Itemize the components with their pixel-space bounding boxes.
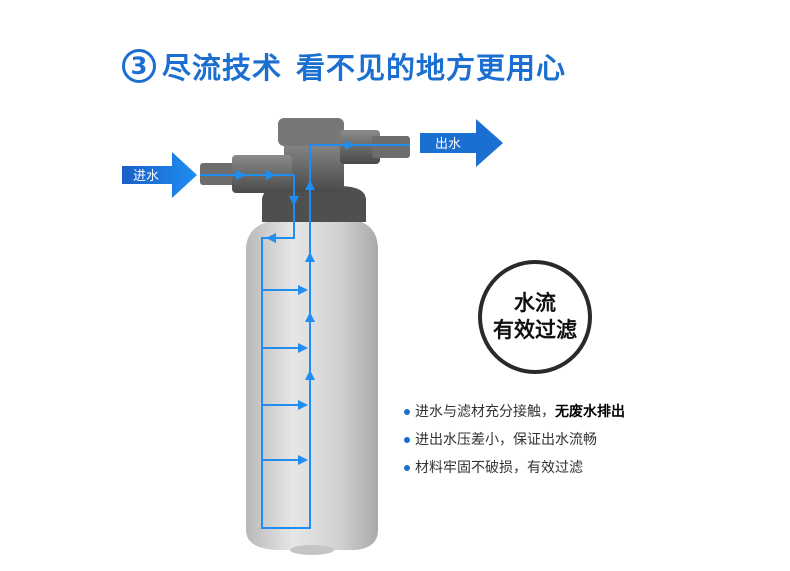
- flow-path-outlet: [309, 144, 410, 236]
- bullet-icon: [404, 409, 410, 415]
- title-text: 尽流技术看不见的地方更用心: [162, 45, 566, 87]
- flow-arrowheads: [236, 140, 355, 465]
- badge-line-1: 水流: [514, 291, 556, 315]
- inlet-label: 进水: [133, 169, 159, 184]
- feature-list: 进水与滤材充分接触，无废水排出 进出水压差小，保证出水流畅 材料牢固不破损，有效…: [404, 398, 625, 482]
- flow-arrow: [289, 196, 299, 206]
- flow-arrow: [305, 312, 315, 322]
- bullet-icon: [404, 437, 410, 443]
- flow-filter-badge: 水流 有效过滤: [478, 260, 592, 374]
- step-number-badge: 3: [122, 49, 156, 83]
- flow-arrow: [266, 233, 276, 243]
- flow-arrow: [345, 140, 355, 150]
- flow-arrow: [236, 170, 246, 180]
- feature-item: 进水与滤材充分接触，无废水排出: [404, 398, 625, 426]
- flow-arrow: [298, 285, 308, 295]
- flow-arrow: [298, 400, 308, 410]
- feature-text: 材料牢固不破损，有效过滤: [415, 460, 583, 476]
- page-title: 3 尽流技术看不见的地方更用心: [122, 44, 566, 88]
- flow-arrow: [298, 343, 308, 353]
- flow-path-inlet: [200, 174, 311, 529]
- inlet-arrow: 进水: [122, 152, 197, 198]
- badge-line-2: 有效过滤: [493, 318, 577, 342]
- flow-arrow: [298, 455, 308, 465]
- filter-tank: [246, 220, 378, 555]
- feature-text: 进出水压差小，保证出水流畅: [415, 432, 597, 448]
- outlet-arrow: 出水: [420, 119, 503, 167]
- filter-head: [200, 118, 410, 222]
- outlet-label: 出水: [435, 137, 461, 152]
- feature-item: 材料牢固不破损，有效过滤: [404, 454, 625, 482]
- feature-item: 进出水压差小，保证出水流畅: [404, 426, 625, 454]
- feature-text: 进水与滤材充分接触，: [415, 404, 555, 420]
- feature-highlight: 无废水排出: [555, 404, 625, 420]
- bullet-icon: [404, 465, 410, 471]
- title-part-2: 看不见的地方更用心: [296, 51, 567, 85]
- flow-arrow: [305, 180, 315, 190]
- flow-arrow: [266, 170, 276, 180]
- title-part-1: 尽流技术: [162, 51, 283, 85]
- flow-arrow: [305, 252, 315, 262]
- cross-flow-lines: [262, 289, 300, 461]
- flow-arrow: [305, 370, 315, 380]
